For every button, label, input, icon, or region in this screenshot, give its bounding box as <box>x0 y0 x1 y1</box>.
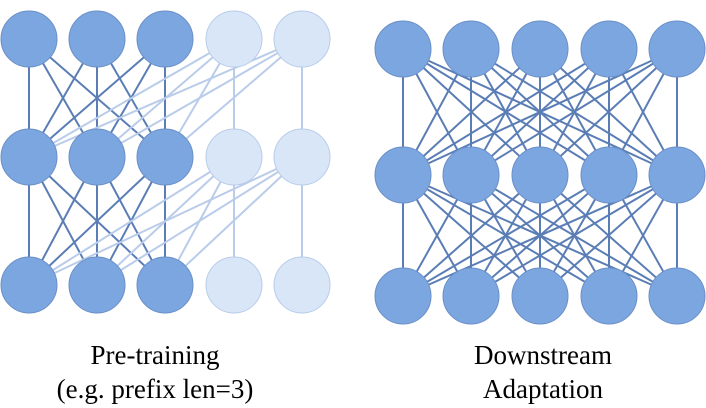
pretraining-edge <box>28 156 166 286</box>
pretraining-caption-line1: Pre-training <box>90 340 220 370</box>
downstream-edge <box>402 174 541 297</box>
downstream-node <box>580 267 638 325</box>
downstream-edge <box>539 174 678 297</box>
pretraining-node <box>136 128 194 186</box>
pretraining-edge <box>164 156 303 286</box>
pretraining-edge <box>28 38 235 158</box>
pretraining-prefix-node <box>273 128 331 186</box>
downstream-nodes <box>374 20 706 325</box>
pretraining-edge <box>28 38 303 158</box>
downstream-node <box>374 20 432 78</box>
pretraining-edge <box>96 156 303 286</box>
pretraining-caption-line2: (e.g. prefix len=3) <box>56 374 254 404</box>
downstream-edge <box>470 48 678 176</box>
pretraining-edge <box>28 156 303 286</box>
downstream-edge <box>402 48 678 176</box>
downstream-edge <box>402 174 610 297</box>
downstream-edge <box>402 174 678 297</box>
downstream-edge <box>402 48 610 176</box>
pretraining-nodes <box>0 10 331 314</box>
pretraining-edge <box>164 38 303 158</box>
pretraining-prefix-node <box>273 10 331 68</box>
pretraining-prefix-node <box>205 256 263 314</box>
downstream-node <box>511 267 569 325</box>
downstream-caption-line2: Adaptation <box>483 374 603 404</box>
downstream-edge <box>402 48 541 176</box>
downstream-node <box>648 267 706 325</box>
downstream-edge <box>539 48 678 176</box>
downstream-node <box>580 146 638 204</box>
pretraining-node <box>0 10 58 68</box>
pretraining-prefix-node <box>205 10 263 68</box>
downstream-node <box>511 20 569 78</box>
pretraining-prefix-node <box>205 128 263 186</box>
downstream-node <box>648 20 706 78</box>
pretraining-node <box>0 128 58 186</box>
pretraining-node <box>0 256 58 314</box>
downstream-node <box>580 20 638 78</box>
pretraining-node <box>68 256 126 314</box>
pretraining-caption: Pre-training (e.g. prefix len=3) <box>0 338 310 406</box>
downstream-node <box>442 267 500 325</box>
downstream-node <box>442 20 500 78</box>
downstream-caption: Downstream Adaptation <box>388 338 698 406</box>
pretraining-node <box>68 10 126 68</box>
downstream-node <box>442 146 500 204</box>
pretraining-node <box>136 10 194 68</box>
downstream-node <box>511 146 569 204</box>
pretraining-node <box>136 256 194 314</box>
downstream-edge <box>470 174 678 297</box>
downstream-node <box>374 146 432 204</box>
downstream-node <box>648 146 706 204</box>
pretraining-edge <box>28 156 235 286</box>
pretraining-node <box>68 128 126 186</box>
downstream-node <box>374 267 432 325</box>
pretraining-edge <box>96 38 303 158</box>
downstream-caption-line1: Downstream <box>474 340 612 370</box>
pretraining-edge <box>28 38 166 158</box>
pretraining-prefix-node <box>273 256 331 314</box>
